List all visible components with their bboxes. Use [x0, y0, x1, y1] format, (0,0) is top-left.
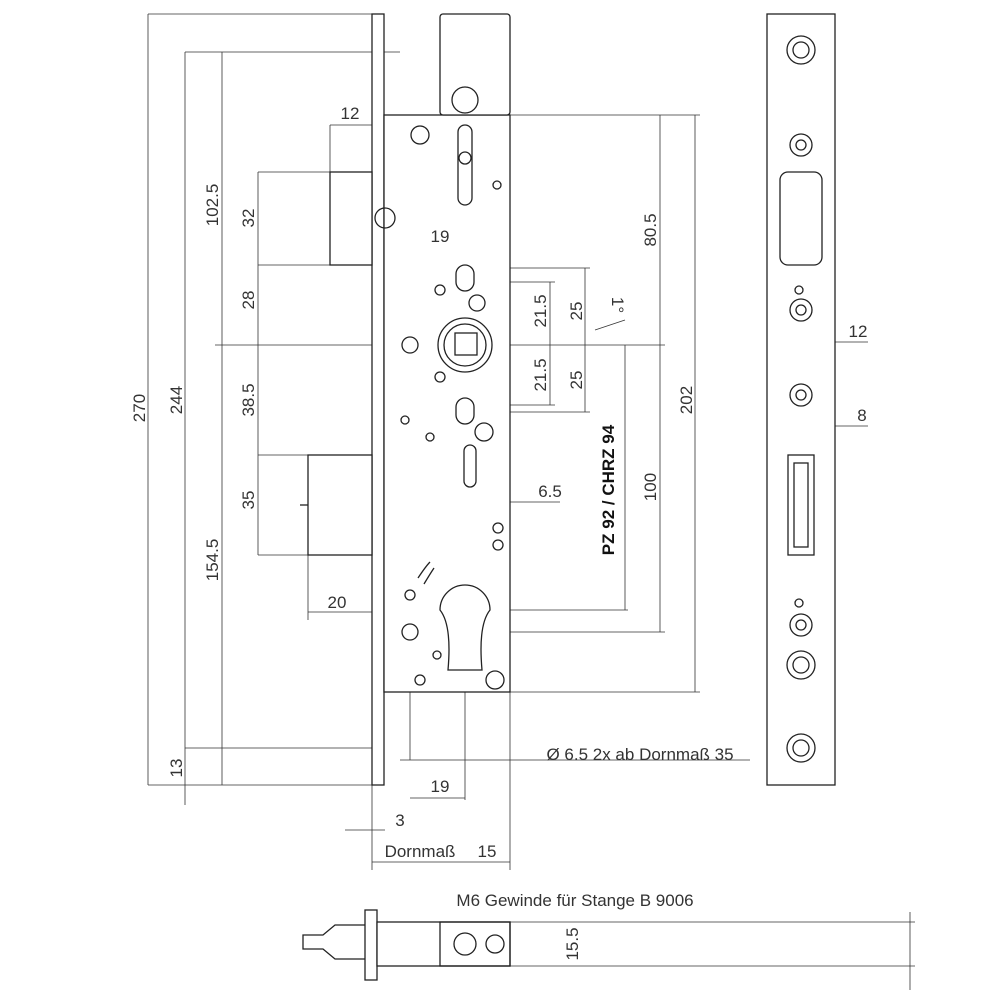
bottom-case	[376, 921, 511, 967]
hole-icon	[789, 298, 813, 322]
hole-icon	[794, 285, 804, 295]
top-block	[439, 13, 511, 116]
hole-icon	[789, 383, 813, 407]
hole-icon	[789, 613, 813, 637]
lock-side-view	[766, 13, 836, 786]
hole-icon	[485, 934, 505, 954]
dim-plate-3: 3	[395, 811, 404, 830]
bottom-faceplate	[364, 909, 378, 981]
dim-bolt-to-bottom: 154.5	[203, 539, 222, 582]
hole-icon	[432, 650, 442, 660]
bottom-latch	[302, 924, 365, 960]
hole-icon	[401, 623, 419, 641]
hole-icon	[792, 656, 810, 674]
dim-top-to-spindle: 102.5	[203, 184, 222, 227]
side-bolt	[793, 462, 809, 548]
dim-screw-spacing: 244	[167, 386, 186, 414]
dim-bottom-offset: 13	[167, 759, 186, 778]
hole-icon	[492, 539, 504, 551]
dim-spindle-offset-19: 19	[431, 227, 450, 246]
slot	[463, 444, 477, 488]
hole-icon	[786, 35, 816, 65]
faceplate	[371, 13, 385, 786]
hole-icon	[468, 294, 486, 312]
dimension-line	[594, 319, 626, 331]
deadbolt	[307, 454, 373, 556]
cylinder-hole	[439, 584, 491, 671]
dim-bolt-throw: 20	[328, 593, 347, 612]
dim-side-12: 12	[849, 322, 868, 341]
hole-icon	[795, 139, 807, 151]
dim-slot-6-5: 6.5	[538, 482, 562, 501]
slot	[455, 397, 475, 425]
hole-icon	[795, 389, 807, 401]
side-bolt-opening	[787, 454, 815, 556]
dimension-labels: 12 102.5 32 28 270 244 38.5 35 154.5 20 13 19 21.5 25…	[130, 104, 867, 961]
hole-icon	[786, 733, 816, 763]
hole-icon	[474, 422, 494, 442]
dim-cylinder-spacing: PZ 92 / CHRZ 94	[599, 424, 618, 555]
dim-lower-21-5: 21.5	[531, 358, 550, 391]
hole-icon	[453, 932, 477, 956]
hole-icon	[458, 151, 472, 165]
hole-icon	[485, 670, 505, 690]
dim-total-height: 270	[130, 394, 149, 422]
hole-icon	[492, 522, 504, 534]
lock-bottom-view	[302, 909, 511, 981]
hole-icon	[786, 650, 816, 680]
dim-case-202: 202	[677, 386, 696, 414]
lever	[417, 561, 435, 585]
dim-lower-25: 25	[567, 371, 586, 390]
hole-icon	[443, 323, 487, 367]
spindle-square	[454, 332, 478, 356]
dim-upper-21-5: 21.5	[531, 294, 550, 327]
hole-icon	[789, 133, 813, 157]
slot	[457, 124, 473, 206]
slot	[455, 264, 475, 292]
hole-icon	[414, 674, 426, 686]
hole-icon	[451, 86, 479, 114]
dimension-lines	[147, 13, 915, 990]
lock-case	[383, 114, 511, 693]
dim-bottom-19: 19	[431, 777, 450, 796]
dim-latch-height: 32	[239, 209, 258, 228]
hole-icon	[795, 619, 807, 631]
rod-connector	[439, 921, 511, 967]
hole-icon	[425, 432, 435, 442]
side-latch-opening	[779, 171, 823, 266]
dim-latch-to-spindle: 28	[239, 291, 258, 310]
dim-spindle-to-bolt: 38.5	[239, 383, 258, 416]
hole-icon	[401, 336, 419, 354]
hole-icon	[434, 371, 446, 383]
hole-icon	[792, 739, 810, 757]
hole-icon	[794, 598, 804, 608]
hole-icon	[434, 284, 446, 296]
dim-top-80-5: 80.5	[641, 213, 660, 246]
latch	[329, 171, 373, 266]
dim-backset: Dornmaß	[385, 842, 456, 861]
hole-icon	[410, 125, 430, 145]
hole-icon	[374, 207, 396, 229]
dim-side-8: 8	[857, 406, 866, 425]
dim-hole-note: Ø 6.5 2x ab Dornmaß 35	[546, 745, 733, 764]
dim-lower-100: 100	[641, 473, 660, 501]
dim-plate-15: 15	[478, 842, 497, 861]
hole-icon	[492, 180, 502, 190]
dim-angle: 1°	[608, 297, 627, 313]
hole-icon	[404, 589, 416, 601]
dim-latch-offset: 12	[341, 104, 360, 123]
lock-front-view	[300, 13, 511, 786]
hole-icon	[437, 317, 493, 373]
hole-icon	[795, 304, 807, 316]
hole-icon	[400, 415, 410, 425]
dim-rod-note: M6 Gewinde für Stange B 9006	[456, 891, 693, 910]
hole-icon	[792, 41, 810, 59]
dim-bolt-height: 35	[239, 491, 258, 510]
dim-upper-25: 25	[567, 302, 586, 321]
dim-rod-15-5: 15.5	[563, 927, 582, 960]
